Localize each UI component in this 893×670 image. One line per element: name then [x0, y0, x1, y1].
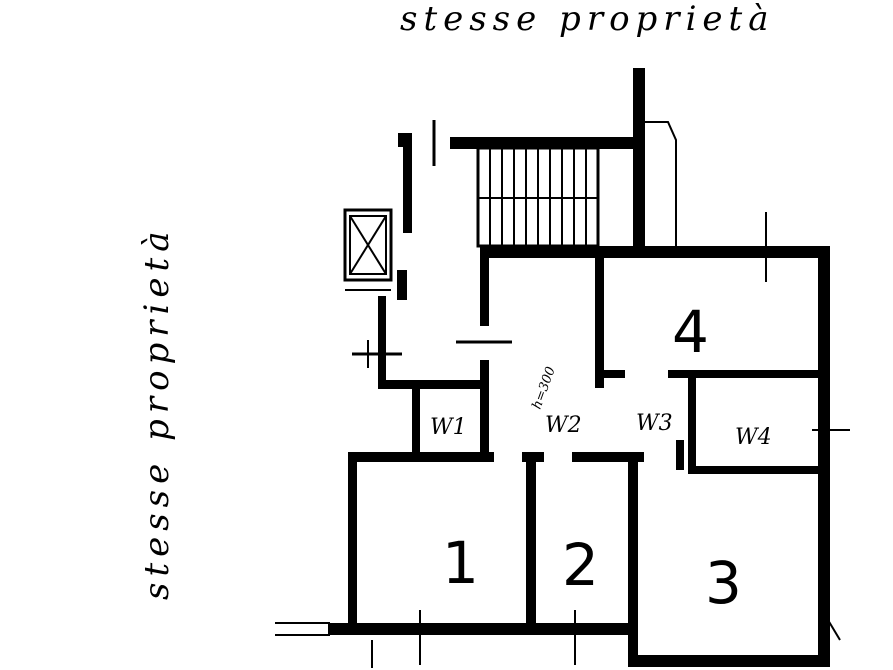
inner-walls: [348, 258, 823, 630]
room-label-1: 1: [442, 529, 479, 597]
room-label-w1: W1: [430, 415, 467, 440]
height-annotation: h=300: [530, 365, 559, 412]
room-label-w2: W2: [545, 413, 582, 438]
room-label-w3: W3: [636, 411, 673, 436]
elevator-shaft: [343, 208, 393, 291]
room-labels: 1 2 3 4 W1 W2 W3 W4 h=300: [430, 298, 772, 617]
room-label-w4: W4: [735, 425, 772, 450]
details: [275, 120, 850, 668]
outer-walls: [328, 68, 830, 667]
caption-side: stesse proprietà: [137, 226, 177, 601]
staircase: [476, 121, 677, 248]
caption-top: stesse proprietà: [400, 0, 775, 39]
room-label-2: 2: [562, 531, 599, 599]
room-label-3: 3: [705, 549, 742, 617]
room-label-4: 4: [672, 298, 709, 366]
